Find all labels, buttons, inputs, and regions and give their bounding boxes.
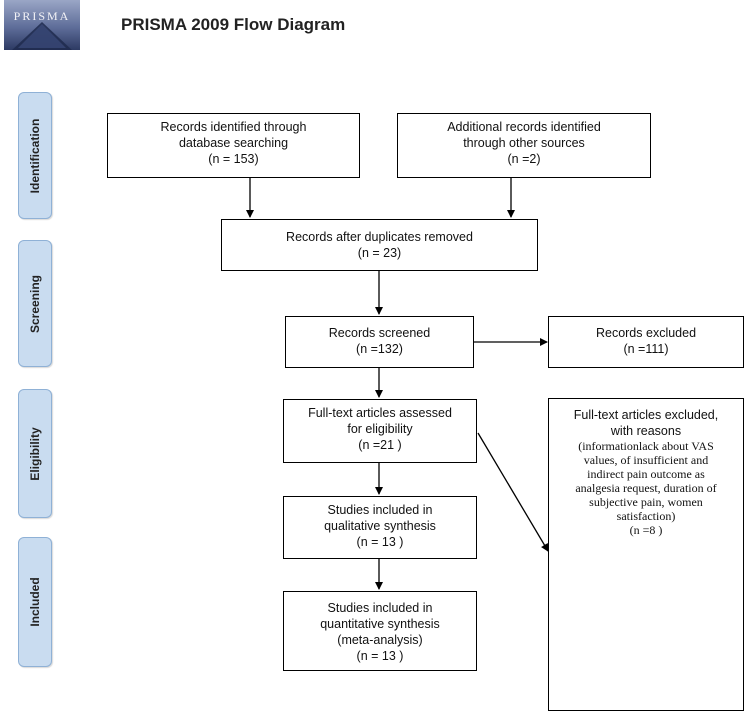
box-line: Studies included in xyxy=(327,503,433,517)
box-line: (n =2) xyxy=(507,152,541,166)
stage-included: Included xyxy=(18,537,52,667)
box-line: database searching xyxy=(178,136,289,150)
box-other-sources: Additional records identified through ot… xyxy=(397,113,651,178)
box-line: (n =8 ) xyxy=(629,523,663,537)
box-duplicates-removed: Records after duplicates removed (n = 23… xyxy=(221,219,538,271)
box-line: Records excluded xyxy=(595,326,697,340)
box-line: indirect pain outcome as xyxy=(587,467,705,481)
box-line: Additional records identified xyxy=(447,120,601,134)
page-title: PRISMA 2009 Flow Diagram xyxy=(121,15,346,34)
box-quantitative-synthesis: Studies included in quantitative synthes… xyxy=(283,591,477,671)
box-line: subjective pain, women xyxy=(589,495,703,509)
box-line: Records screened xyxy=(328,326,431,340)
box-line: (n = 23) xyxy=(357,246,402,260)
box-fulltext-excluded: Full-text articles excluded, with reason… xyxy=(548,398,744,711)
arrow-fulltext-to-excluded xyxy=(477,432,549,552)
box-line: analgesia request, duration of xyxy=(575,481,717,495)
box-line: Full-text articles assessed xyxy=(308,406,452,420)
box-line: through other sources xyxy=(463,136,585,150)
box-line: (informationlack about VAS xyxy=(578,439,714,453)
box-line: Records after duplicates removed xyxy=(286,230,473,244)
box-line: (n = 13 ) xyxy=(356,649,404,663)
box-fulltext-assessed: Full-text articles assessed for eligibil… xyxy=(283,399,477,463)
box-line: (n =111) xyxy=(623,342,669,356)
box-line: Full-text articles excluded, xyxy=(573,408,719,422)
box-line: Records identified through xyxy=(160,120,307,134)
stage-eligibility: Eligibility xyxy=(18,389,52,518)
logo-triangle-icon xyxy=(12,22,72,50)
box-line: satisfaction) xyxy=(616,509,676,523)
box-line: qualitative synthesis xyxy=(324,519,436,533)
stage-identification: Identification xyxy=(18,92,52,219)
box-line: values, of insufficient and xyxy=(583,453,709,467)
box-database-searching: Records identified through database sear… xyxy=(107,113,360,178)
stage-screening: Screening xyxy=(18,240,52,367)
box-line: (n = 13 ) xyxy=(356,535,404,549)
box-line: Studies included in xyxy=(327,601,433,615)
box-line: (n =21 ) xyxy=(358,438,402,452)
box-records-excluded: Records excluded (n =111) xyxy=(548,316,744,368)
logo-text: PRISMA xyxy=(13,9,71,23)
prisma-logo: PRISMA xyxy=(4,0,80,50)
box-line: (n = 153) xyxy=(208,152,259,166)
box-line: (meta-analysis) xyxy=(337,633,423,647)
box-qualitative-synthesis: Studies included in qualitative synthesi… xyxy=(283,496,477,559)
box-line: with reasons xyxy=(610,424,682,438)
box-line: quantitative synthesis xyxy=(320,617,440,631)
box-line: for eligibility xyxy=(347,422,413,436)
box-records-screened: Records screened (n =132) xyxy=(285,316,474,368)
box-line: (n =132) xyxy=(356,342,403,356)
